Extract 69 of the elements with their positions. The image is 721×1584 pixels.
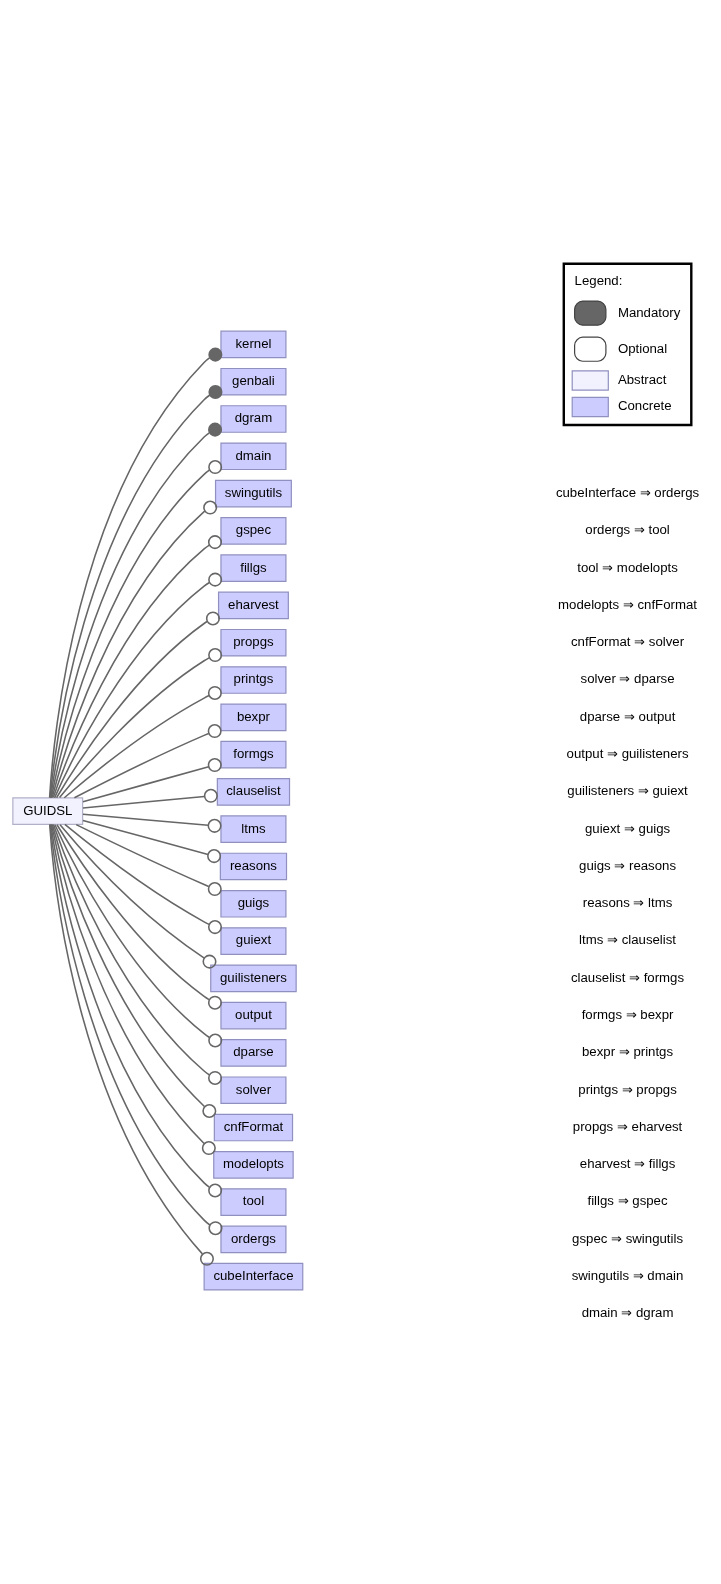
connector [82,788,218,809]
node-box: solver [220,1075,287,1104]
connector [58,647,223,798]
node-box: propgs [220,628,287,657]
node-box: formgs [220,740,287,768]
node-box: swingutils [214,479,292,507]
node-box: guiext [220,926,287,955]
node-box: ltms [220,814,287,843]
node-box: kernel [220,330,287,358]
connector [56,823,222,1010]
label: eharvest ⇒ fillgs [579,1155,676,1171]
connector [82,812,222,833]
label: modelopts ⇒ cnfFormat [558,596,697,612]
node-box: reasons [219,852,288,880]
label: ltms ⇒ clauselist [579,931,677,947]
label: dparse ⇒ output [579,708,676,724]
label: dmain ⇒ dgram [581,1304,674,1320]
label: swingutils ⇒ dmain [571,1267,684,1283]
connector [53,572,223,799]
connector [63,685,222,798]
node-box: dmain [220,441,287,470]
label: clauselist ⇒ formgs [570,969,685,985]
connector [75,823,222,896]
label: cnfFormat ⇒ solver [570,633,685,649]
node-box: eharvest [217,591,289,619]
label: cubeInterface ⇒ ordergs [555,484,700,500]
node-box: modelopts [213,1150,294,1179]
node-box: dgram [220,404,287,433]
label: propgs ⇒ eharvest [572,1118,683,1134]
connector [54,823,223,1048]
connector [64,823,222,934]
connector [82,819,222,863]
label: solver ⇒ dparse [580,670,675,686]
node-box: output [220,1001,287,1029]
connector [73,723,222,799]
legend-label: Concrete [617,397,672,413]
label: printgs ⇒ propgs [578,1081,677,1097]
legend-label: Mandatory [617,304,681,320]
node-box: dparse [220,1038,287,1067]
legend-label: Optional [617,340,668,356]
node-box: cubeInterface [203,1262,304,1290]
node-box: genbali [220,367,287,396]
label: fillgs ⇒ gspec [587,1192,668,1208]
node-box: gspec [220,516,287,545]
label: gspec ⇒ swingutils [572,1230,683,1246]
connector [59,823,217,969]
node-box: printgs [220,665,287,694]
label: formgs ⇒ bexpr [581,1006,674,1022]
node-box: ordergs [220,1225,287,1253]
label: ordergs ⇒ tool [585,521,670,537]
label: guigs ⇒ reasons [579,857,677,873]
legend-label: Abstract [617,371,667,387]
node-box: bexpr [220,703,287,731]
node-box: clauselist [216,777,291,806]
label: tool ⇒ modelopts [577,559,678,575]
label: output ⇒ guilisteners [566,745,689,761]
node-box: tool [220,1187,287,1216]
node-box: guigs [220,889,287,918]
node-box: GUIDSL [12,796,84,825]
label: Legend: [574,272,623,288]
label: reasons ⇒ ltms [582,894,673,910]
connector [55,610,220,799]
label: guiext ⇒ guigs [584,820,671,836]
node-box: guilisteners [210,964,297,992]
connector [82,757,222,802]
label: bexpr ⇒ printgs [582,1043,674,1059]
node-box: fillgs [220,553,287,582]
label: guilisteners ⇒ guiext [567,782,688,798]
node-box: cnfFormat [213,1113,294,1141]
